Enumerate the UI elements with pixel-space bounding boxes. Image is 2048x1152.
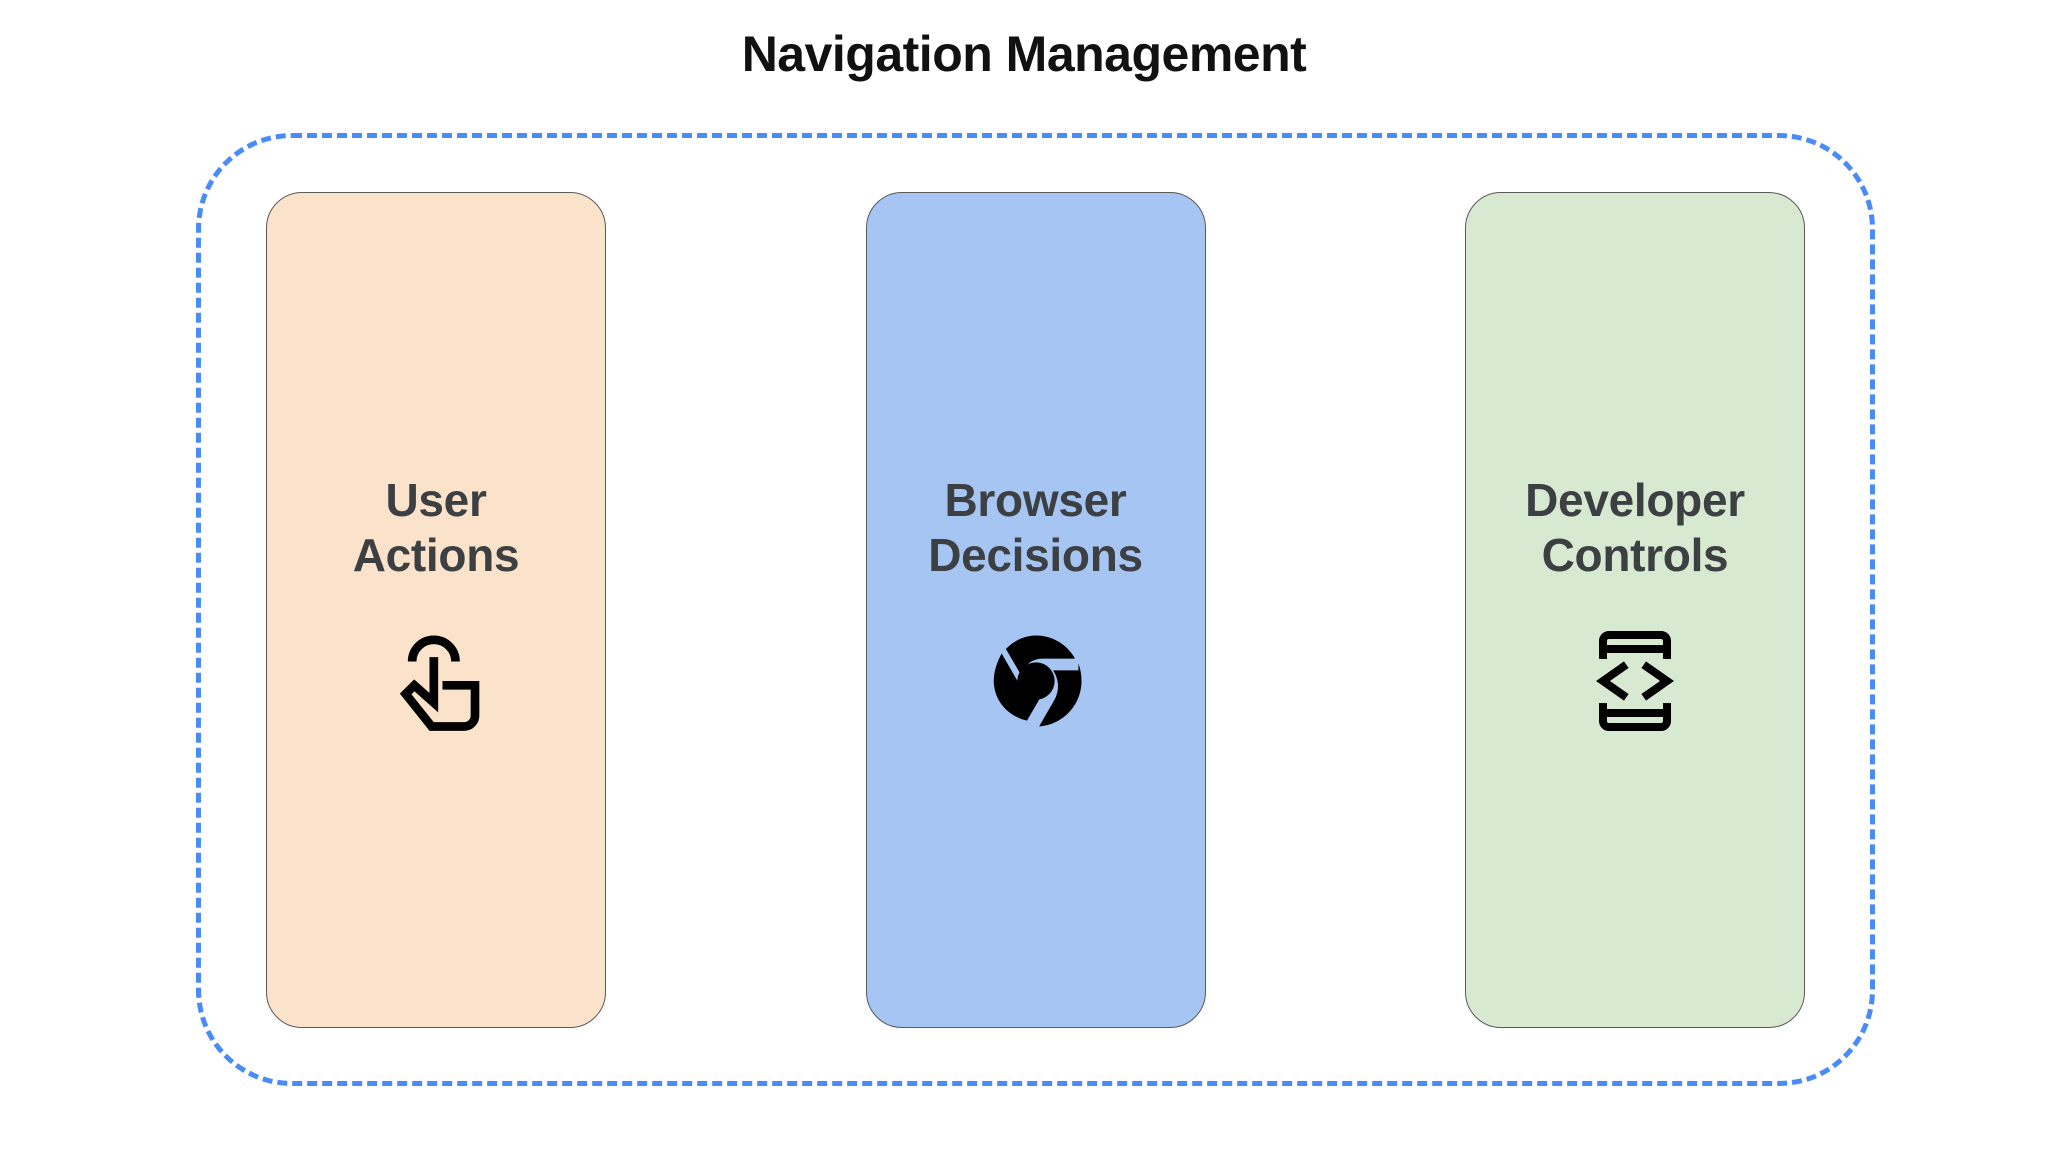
page-title: Navigation Management <box>741 26 1307 82</box>
card-label-user-actions: User Actions <box>352 474 520 581</box>
card-browser-decisions[interactable]: Browser Decisions <box>865 191 1206 1028</box>
card-content: User Actions <box>353 473 520 736</box>
card-label-browser-decisions: Browser Decisions <box>928 474 1143 581</box>
navigation-management-group <box>196 133 1875 1086</box>
chrome-logo-icon <box>981 626 1091 736</box>
card-user-actions[interactable]: User Actions <box>266 191 606 1028</box>
card-developer-controls[interactable]: Developer Controls <box>1465 191 1805 1028</box>
developer-mode-icon <box>1580 626 1690 736</box>
card-content: Developer Controls <box>1525 473 1745 736</box>
card-label-developer-controls: Developer Controls <box>1525 474 1745 581</box>
card-content: Browser Decisions <box>928 473 1143 736</box>
cards-row: User Actions Browser Decisions <box>196 133 1875 1086</box>
touch-gesture-icon <box>381 626 491 736</box>
